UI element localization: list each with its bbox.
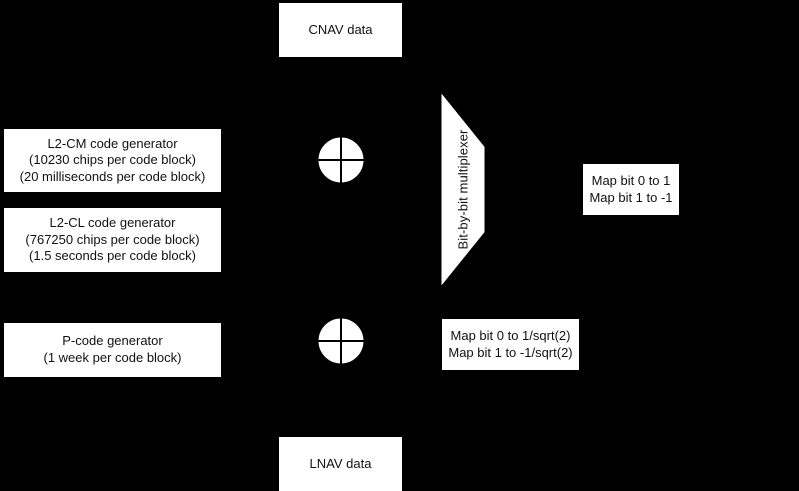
block-map-bit-to-plus-minus-one: Map bit 0 to 1 Map bit 1 to -1 bbox=[582, 163, 680, 216]
block-map-bit-to-inverse-sqrt-two: Map bit 0 to 1/sqrt(2) Map bit 1 to -1/s… bbox=[441, 318, 580, 371]
block-p-code-generator: P-code generator (1 week per code block) bbox=[3, 322, 222, 378]
pcode-title: P-code generator bbox=[62, 333, 163, 349]
map-pm1-line-2: Map bit 1 to -1 bbox=[589, 189, 673, 205]
cnav-data-line-1: CNAV data bbox=[308, 21, 373, 37]
l2cm-duration-per-block: (20 milliseconds per code block) bbox=[19, 168, 206, 184]
l2cl-chips-per-block: (767250 chips per code block) bbox=[25, 231, 200, 247]
xor-circle-icon-upper bbox=[317, 136, 365, 184]
map-sqrt2-line-2: Map bit 1 to -1/sqrt(2) bbox=[448, 344, 573, 360]
block-bit-by-bit-multiplexer: Bit-by-bit multiplexer bbox=[441, 94, 485, 285]
l2cl-title: L2-CL code generator bbox=[49, 215, 176, 231]
map-sqrt2-line-1: Map bit 0 to 1/sqrt(2) bbox=[450, 327, 571, 343]
block-cnav-data: CNAV data bbox=[278, 2, 403, 58]
lnav-data-line-1: LNAV data bbox=[309, 455, 372, 471]
l2cm-chips-per-block: (10230 chips per code block) bbox=[29, 152, 196, 168]
l2cm-title: L2-CM code generator bbox=[47, 135, 178, 151]
block-l2cm-code-generator: L2-CM code generator (10230 chips per co… bbox=[3, 128, 222, 193]
xor-circle-icon-lower bbox=[317, 317, 365, 365]
l2cl-duration-per-block: (1.5 seconds per code block) bbox=[29, 248, 196, 264]
pcode-duration-per-block: (1 week per code block) bbox=[43, 350, 182, 365]
map-pm1-line-1: Map bit 0 to 1 bbox=[591, 172, 671, 188]
block-lnav-data: LNAV data bbox=[278, 436, 403, 491]
block-l2cl-code-generator: L2-CL code generator (767250 chips per c… bbox=[3, 207, 222, 273]
